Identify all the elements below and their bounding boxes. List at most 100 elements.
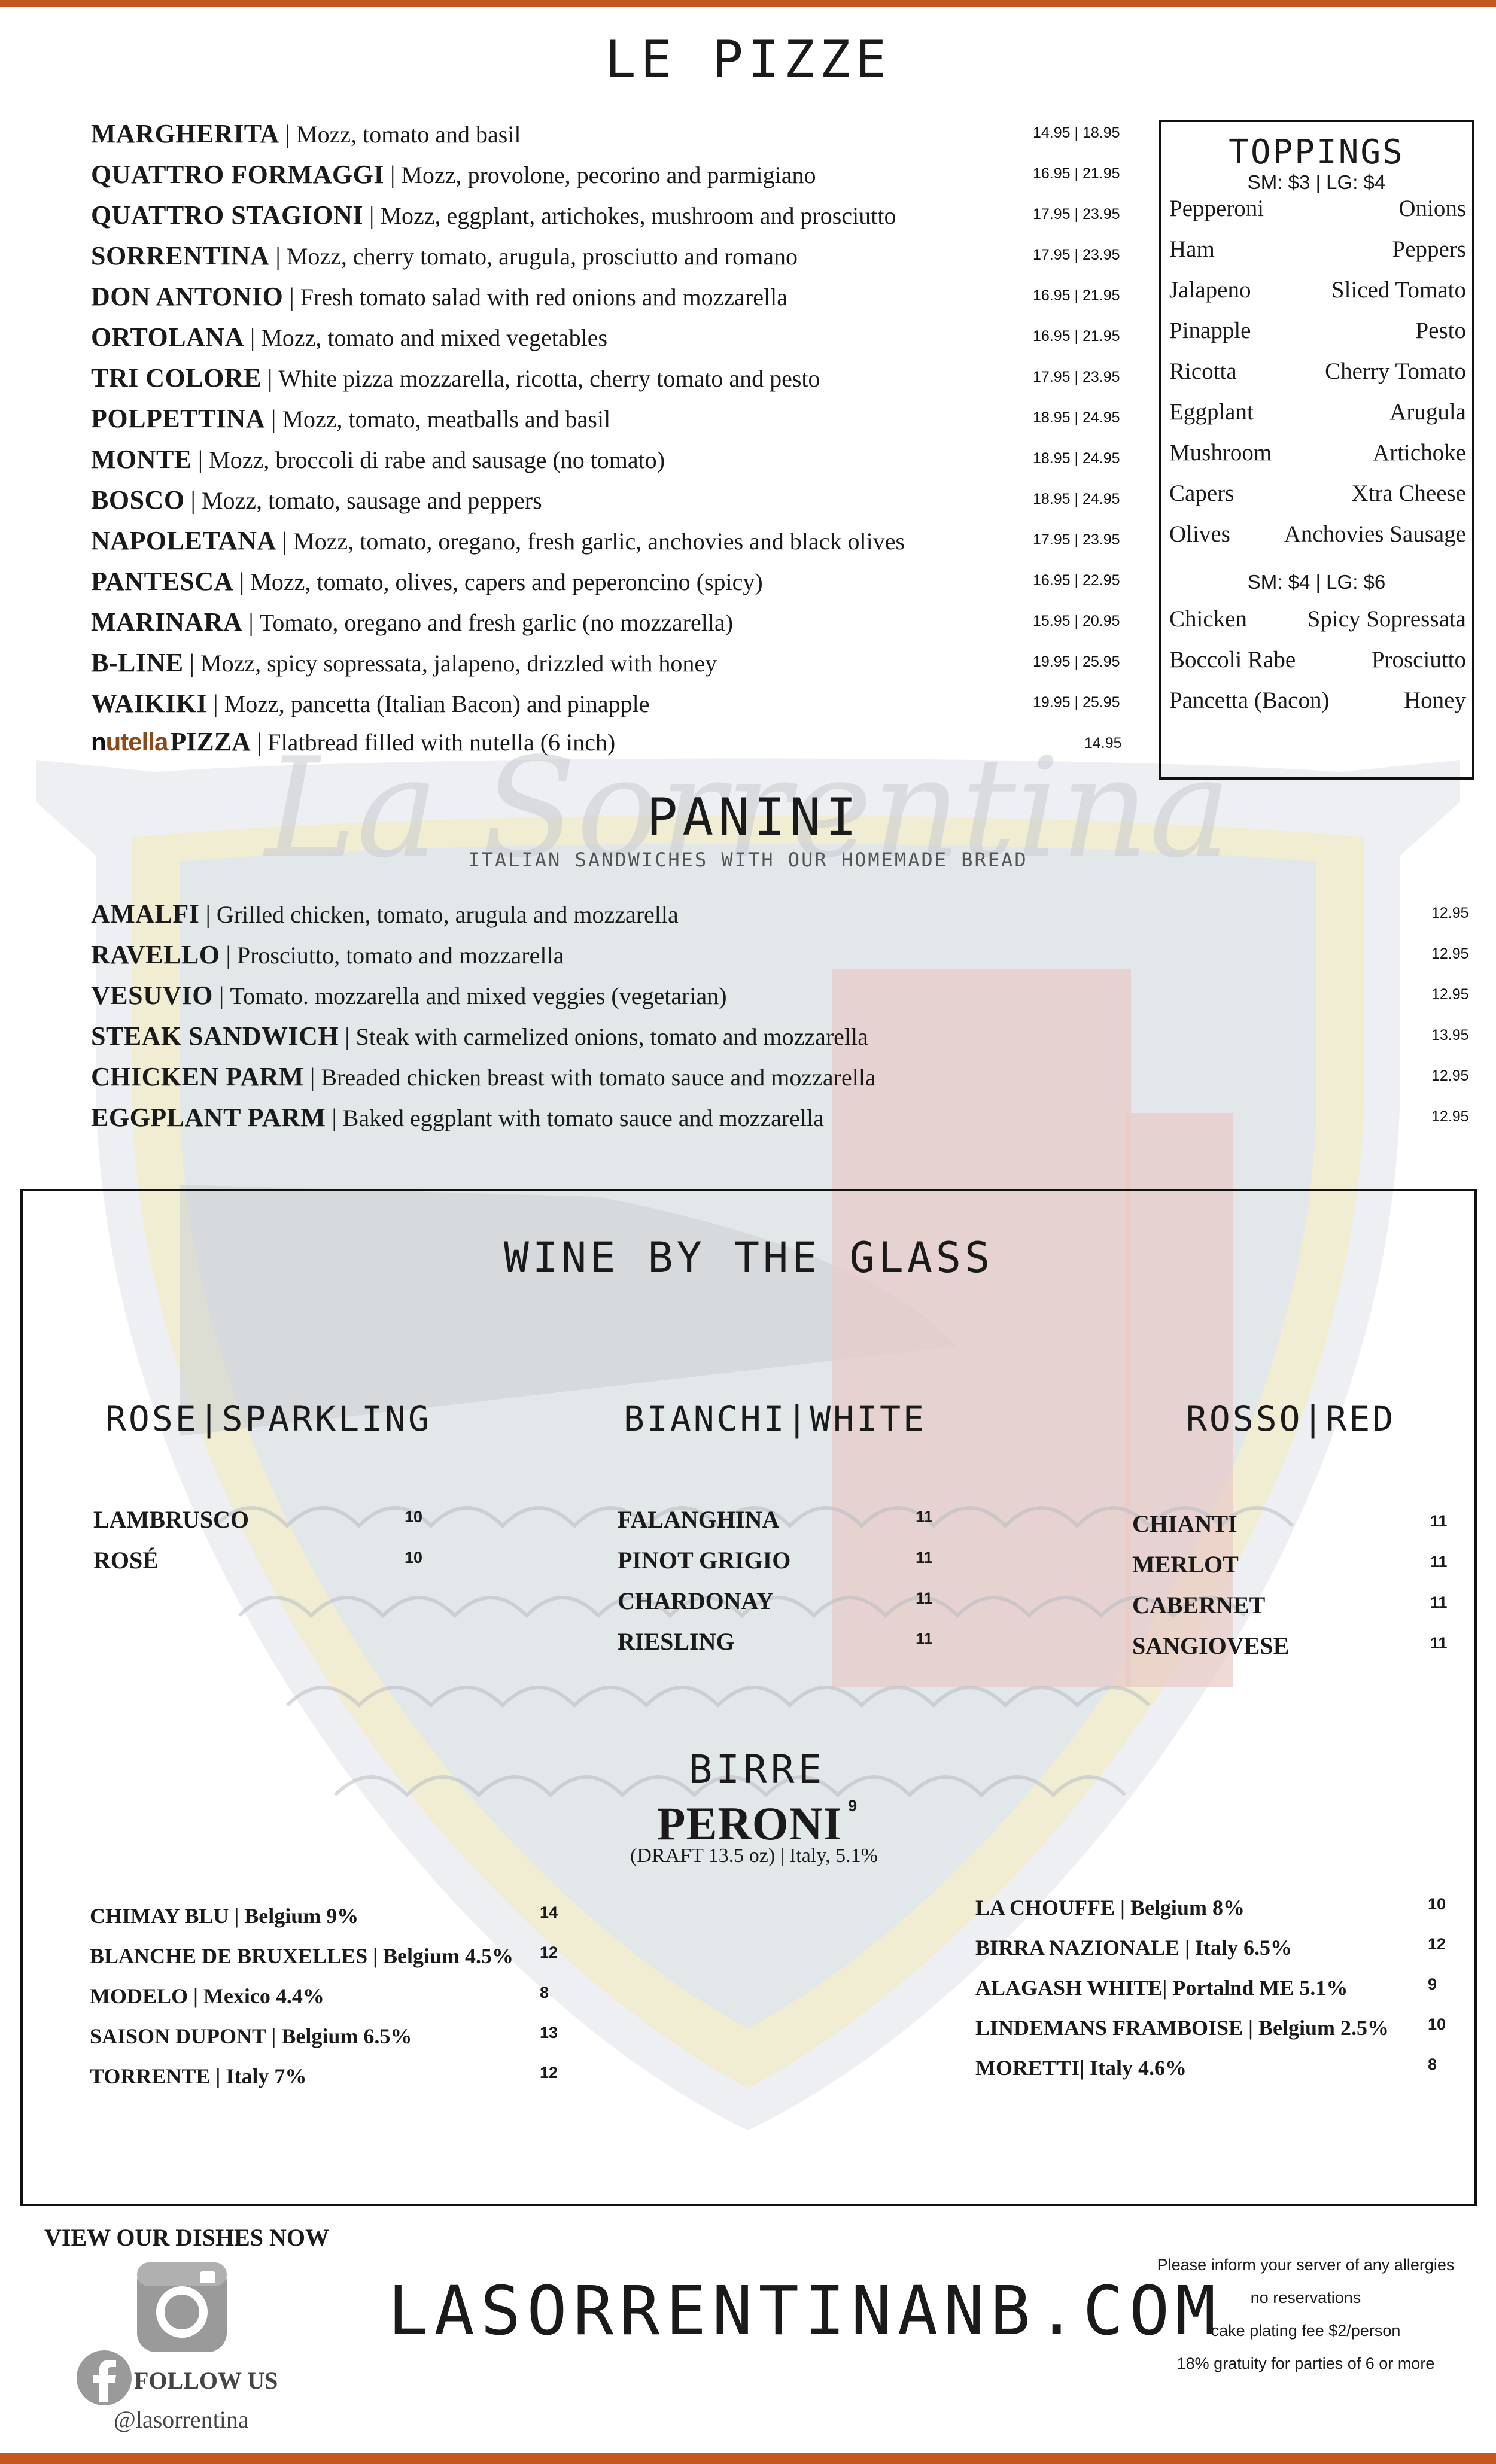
separator: | [205, 901, 211, 929]
beer-row: BLANCHE DE BRUXELLES | Belgium 4.5%12 [90, 1943, 580, 1984]
panini-name: STEAK SANDWICH [91, 1021, 339, 1051]
panini-price: 12.95 [1431, 1108, 1469, 1125]
panini-desc: Grilled chicken, tomato, arugula and moz… [216, 901, 679, 928]
pizza-price: 15.95 | 20.95 [1033, 613, 1120, 629]
topping-item: Pesto [1415, 318, 1466, 343]
separator: | [250, 324, 256, 352]
separator: | [309, 1064, 315, 1091]
pizza-desc: White pizza mozzarella, ricotta, cherry … [278, 365, 820, 392]
separator: | [289, 284, 294, 311]
pizza-name: QUATTRO FORMAGGI [91, 160, 384, 189]
topping-item: Olives [1169, 521, 1230, 547]
beer-row: BIRRA NAZIONALE | Italy 6.5%12 [975, 1935, 1466, 1975]
panini-desc: Baked eggplant with tomato sauce and moz… [342, 1105, 824, 1131]
separator: | [190, 487, 196, 515]
separator: | [189, 650, 195, 677]
footer-note: 18% gratuity for parties of 6 or more [1176, 2355, 1435, 2372]
pizza-desc: Mozz, pancetta (Italian Bacon) and pinap… [224, 690, 650, 717]
pizza-row: B-LINE|Mozz, spicy sopressata, jalapeno,… [91, 647, 1126, 688]
pizza-name: PANTESCA [91, 567, 233, 596]
separator: | [275, 243, 281, 270]
bottom-accent-bar [0, 2453, 1496, 2464]
peroni-price: 9 [848, 1797, 858, 1815]
website-link[interactable]: LASORRENTINANB.COM [388, 2273, 1222, 2350]
panini-subtitle: ITALIAN SANDWICHES WITH OUR HOMEMADE BRE… [468, 848, 1028, 871]
separator: | [239, 568, 245, 596]
nutella-pizza-desc: Flatbread filled with nutella (6 inch) [267, 729, 616, 756]
panini-price: 13.95 [1431, 1027, 1469, 1044]
topping-row: Pancetta (Bacon) Honey [1169, 687, 1466, 728]
beer-row: MODELO | Mexico 4.4%8 [90, 1984, 580, 2024]
view-dishes-label: VIEW OUR DISHES NOW [44, 2224, 330, 2251]
topping-item: Sliced Tomato [1331, 277, 1466, 303]
wine-name: CHARDONAY [618, 1587, 774, 1614]
separator: | [369, 202, 375, 230]
beer-name: MODELO | Mexico 4.4% [90, 1984, 324, 2008]
pizza-row: MONTE|Mozz, broccoli di rabe and sausage… [91, 444, 1126, 485]
topping-item: Boccoli Rabe [1169, 647, 1296, 673]
wine-row: CHARDONAY 11 [618, 1587, 953, 1628]
beer-row: LINDEMANS FRAMBOISE | Belgium 2.5%10 [975, 2015, 1466, 2055]
pizza-desc: Mozz, provolone, pecorino and parmigiano [401, 162, 816, 188]
toppings-price-small: SM: $3 | LG: $4 [1247, 171, 1386, 193]
panini-row: VESUVIO|Tomato. mozzarella and mixed veg… [91, 980, 1473, 1021]
separator: | [213, 690, 218, 718]
wine-price: 11 [1430, 1593, 1448, 1611]
pizza-desc: Mozz, broccoli di rabe and sausage (no t… [209, 446, 665, 473]
pizza-row: WAIKIKI|Mozz, pancetta (Italian Bacon) a… [91, 688, 1126, 729]
separator: | [285, 121, 291, 148]
follow-us-label[interactable]: FOLLOW US [134, 2367, 278, 2394]
shield-crest-icon: La Sorrentina [36, 729, 1460, 2130]
drinks-box: WINE BY THE GLASS ROSE|SPARKLING BIANCHI… [20, 1189, 1477, 2206]
topping-item: Pancetta (Bacon) [1169, 688, 1330, 713]
wine-name: RIESLING [618, 1628, 735, 1655]
pizza-name: SORRENTINA [91, 241, 270, 270]
topping-item: Honey [1404, 688, 1466, 713]
facebook-icon[interactable] [75, 2349, 133, 2407]
beer-row: TORRENTE | Italy 7%12 [90, 2064, 580, 2104]
instagram-icon[interactable] [134, 2259, 230, 2355]
separator: | [219, 982, 224, 1010]
wine-name: PINOT GRIGIO [618, 1547, 791, 1574]
pizza-desc: Mozz, spicy sopressata, jalapeno, drizzl… [200, 650, 717, 677]
beer-name: ALAGASH WHITE| Portalnd ME 5.1% [975, 1976, 1348, 2000]
separator: | [226, 942, 231, 969]
wine-price: 10 [405, 1508, 423, 1526]
tower-icon [832, 969, 1131, 1687]
wine-name: ROSÉ [93, 1547, 159, 1574]
panini-row: AMALFI|Grilled chicken, tomato, arugula … [91, 899, 1473, 939]
beer-price: 12 [540, 1943, 558, 1961]
instagram-handle[interactable]: @lasorrentina [114, 2406, 249, 2433]
wine-price: 11 [916, 1589, 933, 1607]
separator: | [248, 609, 254, 637]
beer-row: CHIMAY BLU | Belgium 9%14 [90, 1903, 580, 1943]
pizza-desc: Mozz, eggplant, artichokes, mushroom and… [380, 202, 896, 229]
pizza-row: QUATTRO STAGIONI|Mozz, eggplant, articho… [91, 200, 1126, 241]
pizza-name: ORTOLANA [91, 323, 244, 352]
pizza-price: 19.95 | 25.95 [1033, 694, 1120, 711]
panini-row: EGGPLANT PARM|Baked eggplant with tomato… [91, 1102, 1473, 1143]
pizza-name: NAPOLETANA [91, 526, 276, 555]
panini-price: 12.95 [1431, 945, 1469, 962]
wine-price: 11 [1430, 1512, 1448, 1530]
toppings-title: TOPPINGS [1229, 133, 1404, 172]
pizza-name: WAIKIKI [91, 689, 208, 718]
panini-list: AMALFI|Grilled chicken, tomato, arugula … [91, 899, 1473, 1143]
beer-price: 13 [540, 2024, 558, 2042]
pizza-price: 17.95 | 23.95 [1033, 206, 1120, 223]
topping-item: Artichoke [1373, 440, 1466, 466]
beer-name: SAISON DUPONT | Belgium 6.5% [90, 2024, 412, 2048]
pizza-name: QUATTRO STAGIONI [91, 200, 364, 230]
